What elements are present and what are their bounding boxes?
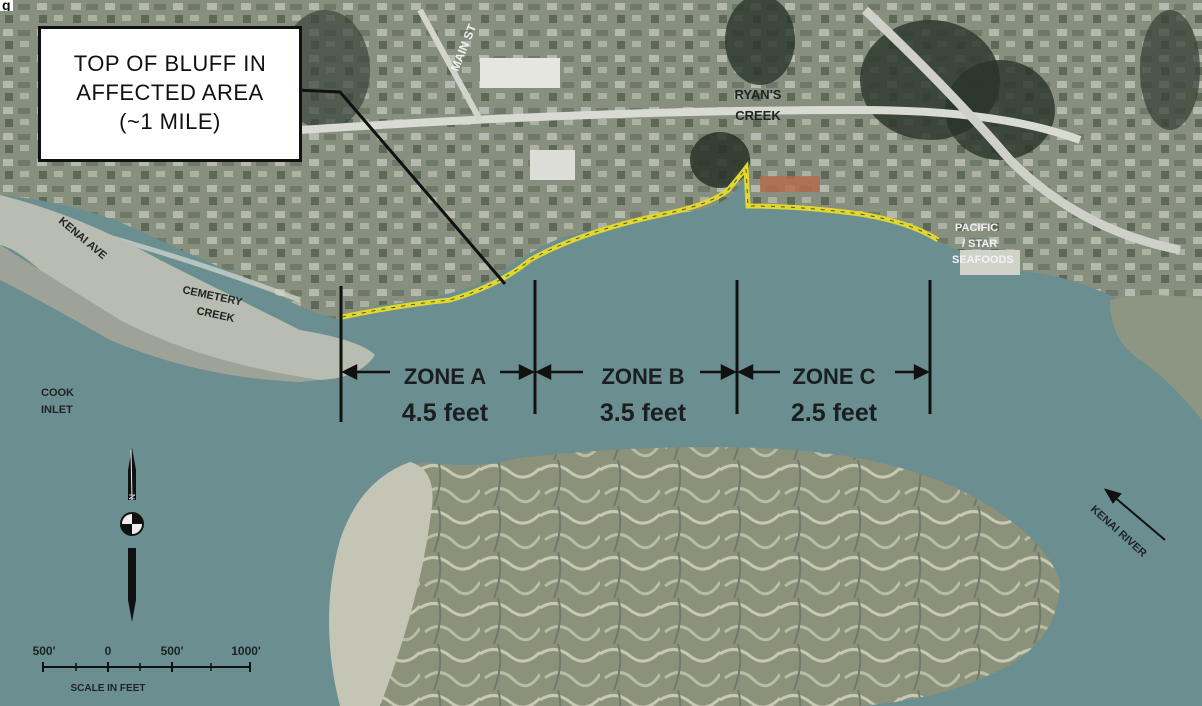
marsh-island xyxy=(332,447,1060,706)
bluff-callout: TOP OF BLUFF IN AFFECTED AREA (~1 MILE) xyxy=(38,26,302,162)
scale-bar: 500' 0 500' 1000' SCALE IN FEET xyxy=(33,644,261,694)
label-ryans-2: CREEK xyxy=(735,108,781,123)
north-letter: N xyxy=(127,494,136,500)
north-arrow-icon: N xyxy=(120,448,144,622)
scale-tick-1: 500' xyxy=(33,644,56,658)
scale-tick-3: 500' xyxy=(161,644,184,658)
zone-b-arrows xyxy=(535,363,737,381)
callout-leader xyxy=(294,88,507,285)
zone-c-arrows xyxy=(737,363,930,381)
figure-corner-label: g xyxy=(0,0,13,11)
zone-a-arrows xyxy=(341,363,535,381)
zone-c-value: 2.5 feet xyxy=(791,399,878,427)
zone-c-name: ZONE C xyxy=(792,364,875,389)
label-ryans-1: RYAN'S xyxy=(735,87,782,102)
zone-a-value: 4.5 feet xyxy=(402,399,489,427)
river-flow-arrow xyxy=(1103,488,1166,541)
beach-spit xyxy=(0,195,375,380)
scale-tick-4: 1000' xyxy=(231,644,261,658)
label-cook-2: INLET xyxy=(41,404,73,416)
callout-line-1: TOP OF BLUFF IN xyxy=(73,51,267,76)
scale-caption: SCALE IN FEET xyxy=(70,683,145,694)
callout-line-2: AFFECTED AREA xyxy=(76,80,264,105)
label-pacific-1: PACIFIC xyxy=(955,222,998,234)
scale-tick-2: 0 xyxy=(105,644,112,658)
callout-line-3: (~1 MILE) xyxy=(119,109,221,134)
label-cook-1: COOK xyxy=(41,387,74,399)
label-pacific-3: SEAFOODS xyxy=(952,254,1014,266)
zone-a-name: ZONE A xyxy=(404,364,486,389)
zone-b-value: 3.5 feet xyxy=(600,399,687,427)
label-pacific-2: / STAR xyxy=(962,238,997,250)
zone-b-name: ZONE B xyxy=(601,364,684,389)
